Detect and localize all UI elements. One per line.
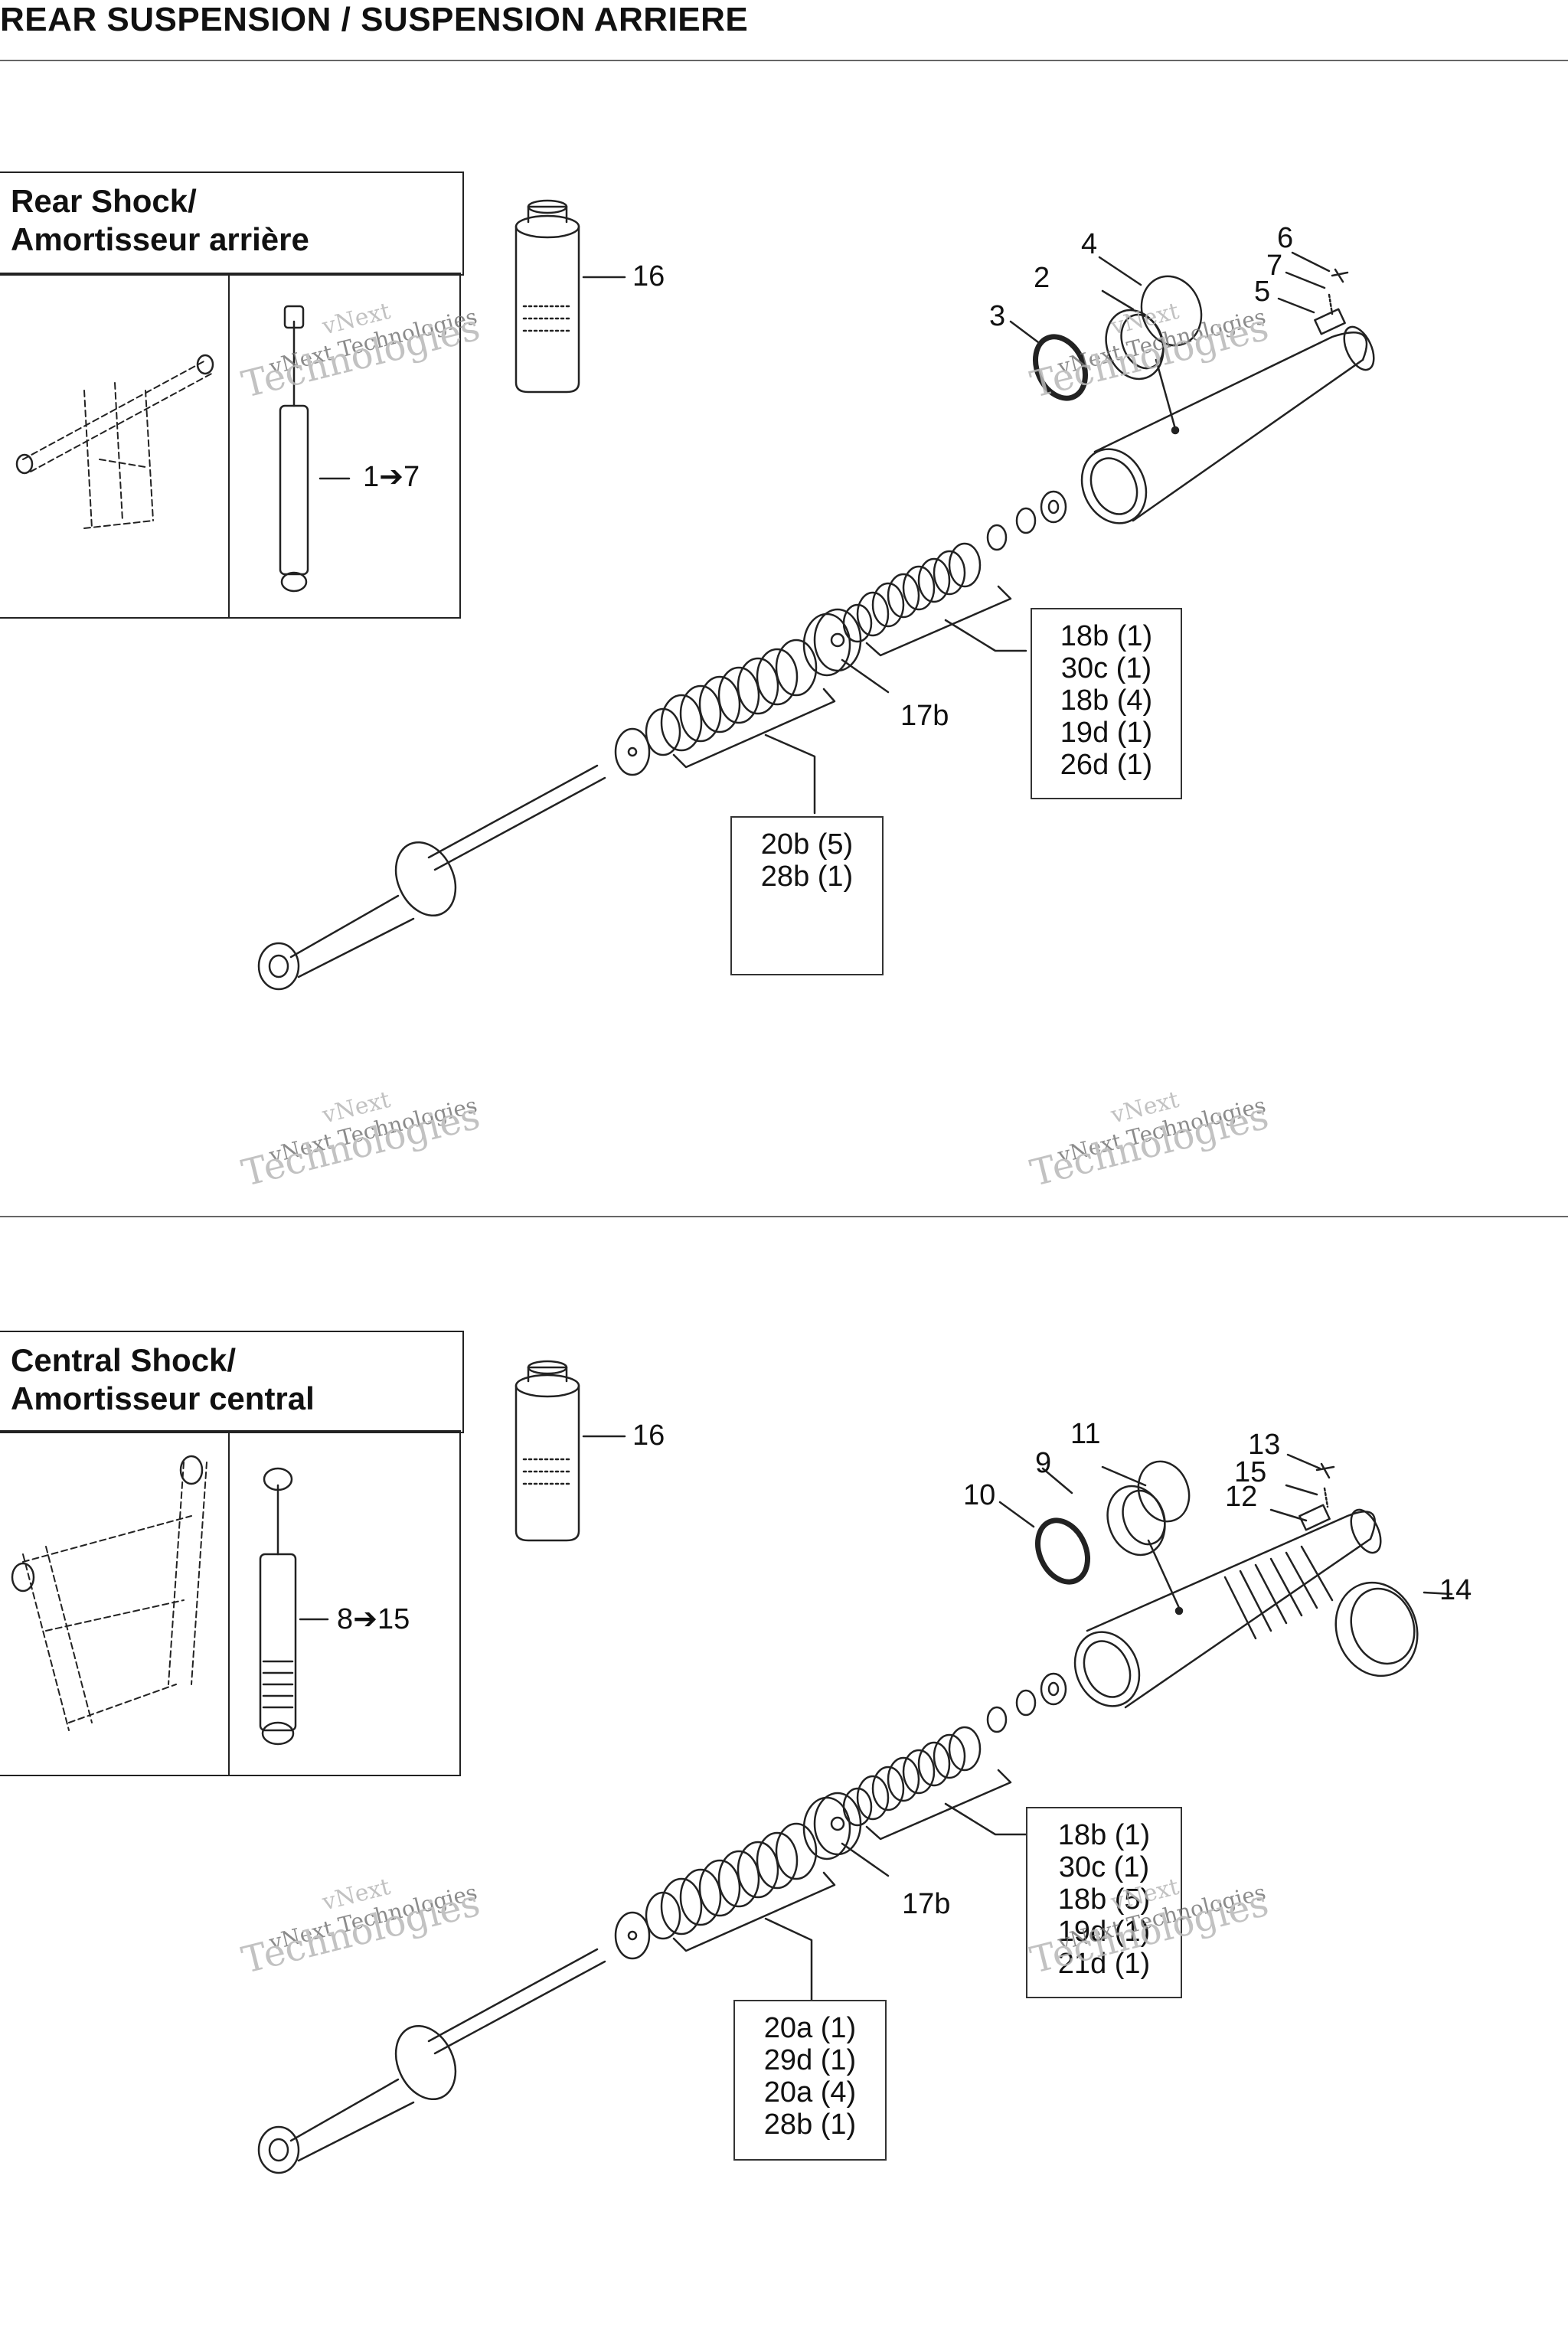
diaphragm <box>1137 1460 1191 1523</box>
oil-bottle <box>514 1360 580 1542</box>
kit-item: 19d (1) <box>1057 1916 1151 1948</box>
kit-item: 29d (1) <box>763 2044 857 2076</box>
kit-item: 28b (1) <box>760 861 854 893</box>
central-shock-title-box: Central Shock/ Amortisseur central <box>0 1331 464 1433</box>
lower-shim-stack <box>645 639 818 756</box>
callout-11: 11 <box>1070 1418 1101 1450</box>
nut-washer-stack <box>986 1672 1067 1733</box>
kit-item: 18b (5) <box>1057 1883 1151 1916</box>
upper-shim-stack <box>842 542 982 643</box>
callout-17b: 17b <box>900 700 949 732</box>
kit-item: 20b (5) <box>760 828 854 861</box>
callout-10: 10 <box>963 1479 996 1511</box>
kit-item: 19d (1) <box>1060 717 1153 749</box>
kit-item: 28b (1) <box>763 2109 857 2141</box>
rear-shock-locator-panel <box>228 273 461 619</box>
shaft-assembly <box>257 1948 606 2174</box>
lower-shim-stack <box>645 1822 818 1940</box>
rear-cap <box>1105 309 1165 381</box>
kit-item: 18b (4) <box>1060 684 1153 717</box>
callout-9: 9 <box>1035 1447 1052 1479</box>
callout-12: 12 <box>1225 1481 1258 1513</box>
o-ring <box>1033 334 1088 401</box>
valve-screw <box>1331 268 1349 283</box>
frame-tube-end <box>15 453 34 475</box>
title-divider <box>0 60 1568 61</box>
valve-screw <box>1315 1462 1335 1479</box>
callout-3: 3 <box>989 300 1006 332</box>
shaft-assembly <box>257 764 606 991</box>
callout-15: 15 <box>1234 1456 1267 1488</box>
upper-kit-list: 18b (1) 30c (1) 18b (4) 19d (1) 26d (1) <box>1031 608 1182 799</box>
callout-7: 7 <box>1266 250 1283 282</box>
central-shock-title-fr: Amortisseur central <box>11 1380 315 1416</box>
kit-item: 20a (1) <box>763 2012 857 2044</box>
callout-17b: 17b <box>902 1888 951 1920</box>
callout-14: 14 <box>1439 1574 1472 1606</box>
assembly-range-label: 8➔15 <box>337 1603 410 1635</box>
lower-kit-bracket <box>672 688 836 769</box>
piston <box>802 1792 862 1860</box>
central-shock-title-en: Central Shock/ <box>11 1342 237 1378</box>
kit-item: 21d (1) <box>1057 1948 1151 1980</box>
rod-washer <box>614 1911 651 1960</box>
diaphragm <box>1140 275 1203 347</box>
central-frame-sketch <box>22 1462 207 1731</box>
nut-washer-stack <box>986 490 1067 551</box>
section-divider <box>0 1216 1568 1217</box>
callout-2: 2 <box>1034 262 1050 294</box>
lock-ring <box>1334 1581 1419 1677</box>
lower-kit-bracket <box>672 1871 836 1952</box>
rear-shock-body <box>1080 308 1375 524</box>
lower-kit-list: 20a (1) 29d (1) 20a (4) 28b (1) <box>733 2000 887 2161</box>
kit-item: 18b (1) <box>1060 620 1153 652</box>
page-title: REAR SUSPENSION / SUSPENSION ARRIERE <box>0 1 749 38</box>
lower-kit-list: 20b (5) 28b (1) <box>730 816 884 975</box>
upper-kit-list: 18b (1) 30c (1) 18b (5) 19d (1) 21d (1) <box>1026 1807 1182 1998</box>
rear-shock-title-en: Rear Shock/ <box>11 183 197 219</box>
kit-item: 30c (1) <box>1060 652 1152 684</box>
rear-shock-thumbnail <box>279 305 309 593</box>
piston <box>802 608 862 677</box>
callout-5: 5 <box>1254 276 1271 308</box>
callout-16: 16 <box>632 1419 665 1452</box>
callout-13: 13 <box>1248 1429 1281 1461</box>
callout-4: 4 <box>1081 228 1098 260</box>
oil-bottle <box>514 199 580 394</box>
kit-item: 30c (1) <box>1058 1851 1150 1883</box>
central-shock-locator-panel <box>228 1430 461 1776</box>
kit-item: 20a (4) <box>763 2076 857 2109</box>
callout-6: 6 <box>1277 222 1294 254</box>
upper-shim-stack <box>842 1726 982 1827</box>
kit-item: 18b (1) <box>1057 1819 1151 1851</box>
upper-kit-bracket <box>865 585 1012 657</box>
rod-washer <box>614 727 651 776</box>
upper-kit-bracket <box>865 1769 1012 1841</box>
central-shock-thumbnail <box>259 1467 297 1746</box>
kit-item: 26d (1) <box>1060 749 1153 781</box>
rear-shock-exploded-diagram <box>15 199 1375 991</box>
callout-16: 16 <box>632 260 665 292</box>
rear-shock-title-fr: Amortisseur arrière <box>11 221 309 257</box>
central-shock-body <box>1073 1504 1382 1709</box>
rear-shock-title-box: Rear Shock/ Amortisseur arrière <box>0 172 464 276</box>
assembly-range-label: 1➔7 <box>363 461 420 493</box>
rear-frame-sketch <box>22 359 215 529</box>
o-ring <box>1035 1517 1090 1585</box>
